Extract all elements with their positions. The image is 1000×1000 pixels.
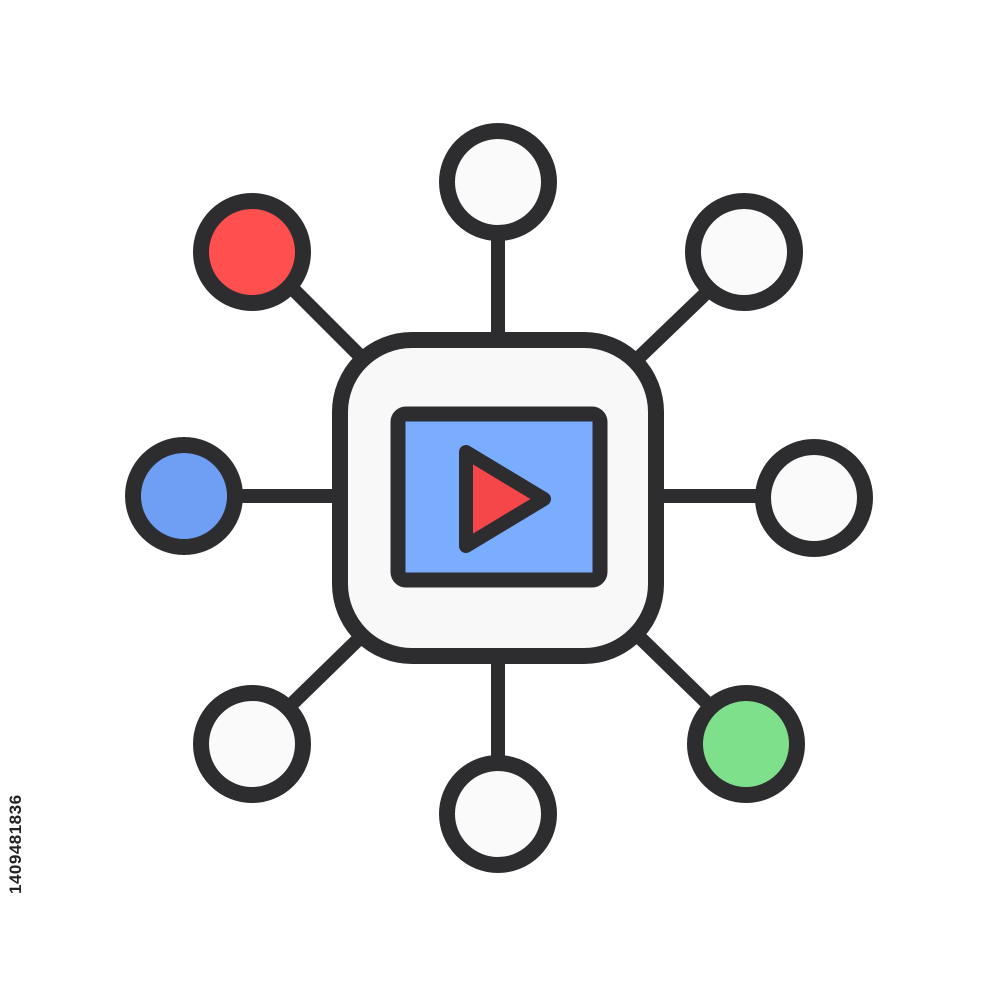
node-bottom-right <box>687 685 805 803</box>
node-right <box>755 439 873 557</box>
connector-lines <box>237 233 763 763</box>
node-bottom <box>439 755 557 873</box>
node-top-left <box>193 193 311 311</box>
node-left <box>125 437 243 555</box>
stock-id-label: 1409481836 <box>6 794 25 894</box>
play-icon <box>459 445 551 553</box>
node-bottom-left <box>193 685 311 803</box>
node-top <box>439 123 557 241</box>
hub <box>332 332 664 664</box>
node-top-right <box>685 193 803 311</box>
nodes <box>125 123 873 873</box>
